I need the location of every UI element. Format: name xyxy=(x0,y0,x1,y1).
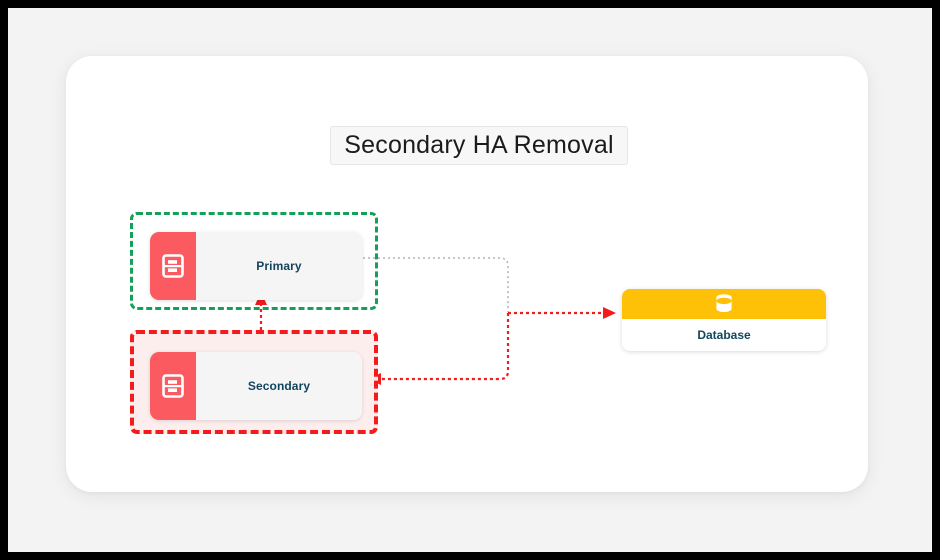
page-title: Secondary HA Removal xyxy=(344,131,614,159)
primary-ha-group[interactable] xyxy=(130,212,378,310)
secondary-node-body: Secondary xyxy=(196,352,362,420)
server-icon xyxy=(162,374,184,398)
primary-icon-pad xyxy=(150,232,196,300)
secondary-icon-pad xyxy=(150,352,196,420)
database-header xyxy=(622,289,826,319)
node-primary[interactable]: Primary xyxy=(150,232,362,300)
diagram-title-box: Secondary HA Removal xyxy=(330,126,628,165)
secondary-node-label: Secondary xyxy=(247,379,311,393)
node-database[interactable]: Database xyxy=(622,289,826,351)
primary-node-label: Primary xyxy=(256,259,302,273)
database-body: Database xyxy=(622,319,826,351)
node-secondary[interactable]: Secondary xyxy=(150,352,362,420)
primary-node-body: Primary xyxy=(196,232,362,300)
database-node-label: Database xyxy=(697,328,751,342)
database-cylinder-icon xyxy=(716,294,732,312)
server-icon xyxy=(162,254,184,278)
